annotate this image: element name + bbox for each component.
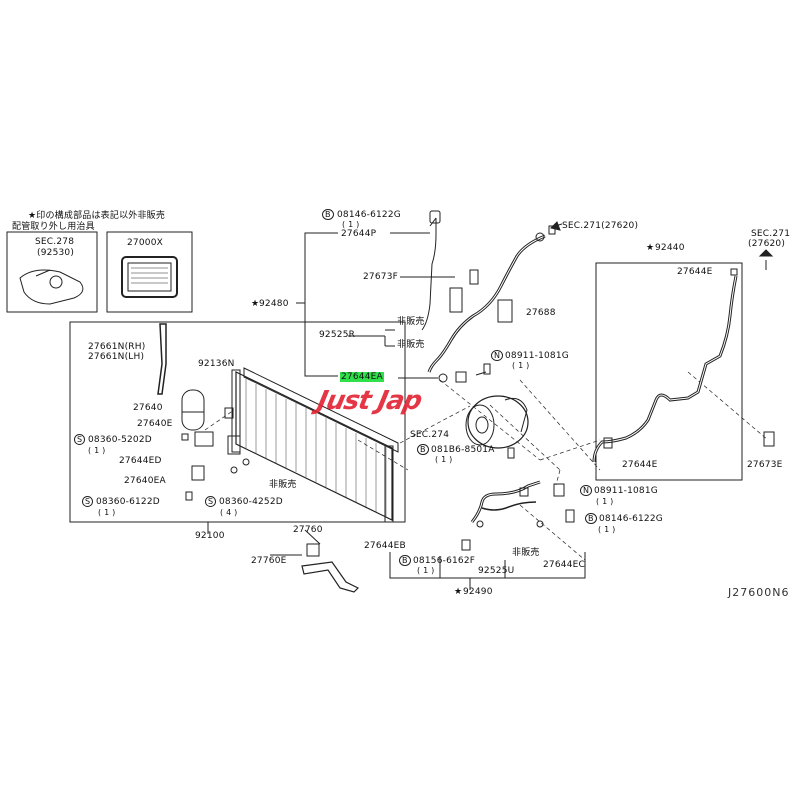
label-08911-1081g-bottom-qty: ( 1 ): [596, 497, 614, 506]
tool-box-frame: [6, 231, 98, 313]
label-92525r[interactable]: 92525R: [319, 330, 356, 340]
label-08360-6122d[interactable]: 08360-6122D: [96, 497, 160, 507]
label-27760[interactable]: 27760: [293, 525, 323, 535]
pipe-92440: [592, 275, 738, 463]
not-for-sale-1: 非販売: [397, 317, 425, 327]
nut-symbol-2: N: [580, 485, 593, 496]
label-27644eb[interactable]: 27644EB: [364, 541, 406, 551]
label-27644ea-highlighted[interactable]: 27644EA: [340, 372, 384, 382]
label-92440[interactable]: 92440: [655, 243, 685, 253]
label-08146-6122g-top-qty: ( 1 ): [342, 220, 360, 229]
label-27640e[interactable]: 27640E: [137, 419, 173, 429]
star-92490: ★: [454, 587, 463, 597]
label-27673f[interactable]: 27673F: [363, 272, 399, 282]
label-08360-5202d[interactable]: 08360-5202D: [88, 435, 152, 445]
bracket-92480: [304, 232, 338, 377]
label-081b6-8501a-qty: ( 1 ): [435, 455, 453, 464]
not-for-sale-4: 非販売: [512, 548, 540, 558]
drawing-id: J27600N6: [728, 586, 790, 599]
label-27644e-top[interactable]: 27644E: [677, 267, 713, 277]
label-sec271-right[interactable]: SEC.271: [751, 229, 791, 239]
label-sec278-ref: (92530): [37, 248, 75, 258]
tool-sketch: [19, 269, 84, 305]
condenser-assembly-frame: [69, 321, 406, 523]
label-27661n-rh[interactable]: 27661N(RH): [88, 342, 146, 352]
label-08146-6122g-bottom-qty: ( 1 ): [598, 525, 616, 534]
label-27644e-bottom[interactable]: 27644E: [622, 460, 658, 470]
assembly-92440-frame: [595, 262, 743, 481]
bracket-27661n: [157, 323, 167, 395]
label-sec278[interactable]: SEC.278: [35, 237, 75, 247]
label-08360-4252d-qty: ( 4 ): [220, 508, 238, 517]
label-08360-4252d[interactable]: 08360-4252D: [219, 497, 283, 507]
label-08911-1081g-top[interactable]: 08911-1081G: [505, 351, 569, 361]
label-27661n-lh[interactable]: 27661N(LH): [88, 352, 145, 362]
label-27673e[interactable]: 27673E: [747, 460, 783, 470]
label-08911-1081g-bottom[interactable]: 08911-1081G: [594, 486, 658, 496]
label-sec271-right-ref: (27620): [748, 239, 786, 249]
label-27000x[interactable]: 27000X: [127, 238, 163, 248]
label-27688[interactable]: 27688: [526, 308, 556, 318]
label-92525u[interactable]: 92525U: [478, 566, 515, 576]
label-08156-6162f-qty: ( 1 ): [417, 566, 435, 575]
legend-note: ★印の構成部品は表記以外非販売: [28, 211, 166, 221]
label-92490[interactable]: 92490: [463, 587, 493, 597]
receiver-drier-27640: [181, 389, 214, 481]
tool-box-title: 配管取り外し用治具: [12, 222, 95, 232]
screw-symbol-3: S: [205, 496, 217, 507]
compressor: [465, 395, 529, 459]
label-27760e[interactable]: 27760E: [251, 556, 287, 566]
label-92136n[interactable]: 92136N: [198, 359, 235, 369]
label-27644ec[interactable]: 27644EC: [543, 560, 586, 570]
not-for-sale-2: 非販売: [397, 340, 425, 350]
label-08146-6122g-bottom[interactable]: 08146-6122G: [599, 514, 663, 524]
bolt-symbol-2: B: [417, 444, 429, 455]
label-08156-6162f[interactable]: 08156-6162F: [413, 556, 476, 566]
label-sec274[interactable]: SEC.274: [410, 430, 450, 440]
part-27000x-box-frame: [106, 231, 193, 313]
label-08911-1081g-top-qty: ( 1 ): [512, 361, 530, 370]
bolt-symbol-3: B: [585, 513, 597, 524]
label-27640[interactable]: 27640: [133, 403, 163, 413]
label-08360-6122d-qty: ( 1 ): [98, 508, 116, 517]
star-92440: ★: [646, 243, 655, 253]
screw-symbol-2: S: [82, 496, 94, 507]
condenser-92100: [231, 367, 399, 523]
label-081b6-8501a[interactable]: 081B6-8501A: [431, 445, 495, 455]
label-sec271-top[interactable]: SEC.271(27620): [562, 221, 639, 231]
label-08360-5202d-qty: ( 1 ): [88, 446, 106, 455]
nut-symbol-1: N: [491, 350, 504, 361]
label-92100[interactable]: 92100: [195, 531, 225, 541]
label-27644p[interactable]: 27644P: [341, 229, 377, 239]
label-27644ed[interactable]: 27644ED: [119, 456, 162, 466]
watermark-logo: Just Jap: [314, 386, 425, 416]
bracket-27760e: [301, 561, 360, 593]
label-27640ea[interactable]: 27640EA: [124, 476, 166, 486]
label-08146-6122g-top[interactable]: 08146-6122G: [337, 210, 401, 220]
label-92480[interactable]: 92480: [259, 299, 289, 309]
star-92480: ★: [251, 299, 260, 309]
screw-symbol-1: S: [74, 434, 86, 445]
not-for-sale-3: 非販売: [269, 480, 297, 490]
bolt-symbol-4: B: [399, 555, 411, 566]
clip-27000x-sketch: [121, 256, 178, 298]
bolt-symbol-1: B: [322, 209, 334, 220]
